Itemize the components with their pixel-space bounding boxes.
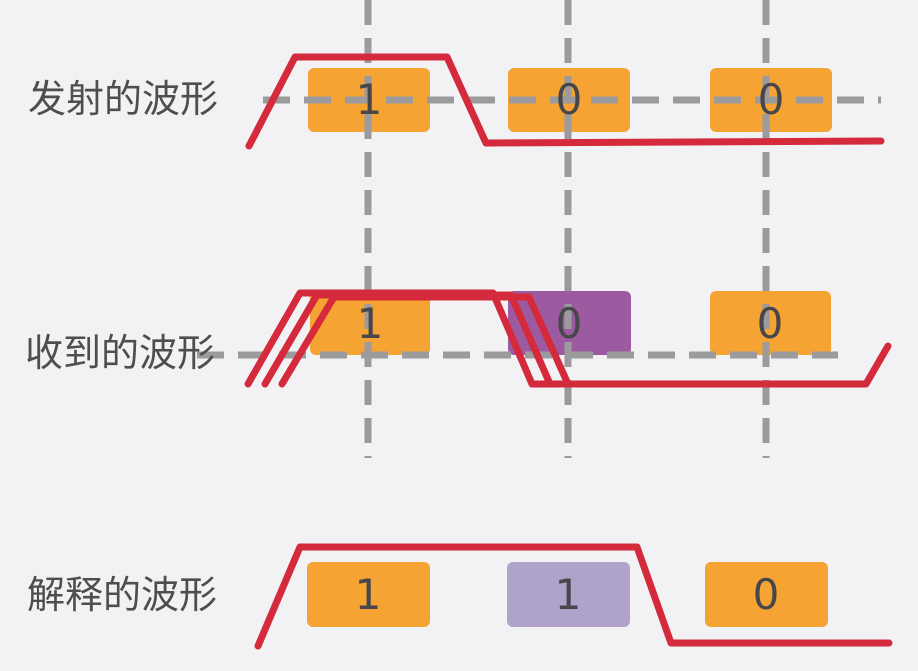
- row-label-interpreted: 解释的波形: [27, 575, 217, 617]
- row-label-transmitted: 发射的波形: [28, 79, 218, 121]
- bit-value-interpreted-2: 1: [555, 570, 582, 619]
- waveform-transmitted: [245, 53, 885, 150]
- waveform-received-echo-1: [244, 289, 892, 388]
- bit-box-interpreted-3: [705, 562, 828, 627]
- bit-value-interpreted-1: 1: [355, 570, 382, 619]
- bit-value-transmitted-1: 1: [356, 75, 383, 124]
- row-label-received: 收到的波形: [25, 333, 215, 375]
- bit-value-transmitted-2: 0: [556, 75, 583, 124]
- bit-value-received-2: 0: [556, 299, 583, 348]
- bit-value-received-1: 1: [357, 299, 384, 348]
- bit-box-received-3: [710, 291, 831, 355]
- bit-value-transmitted-3: 0: [758, 75, 785, 124]
- bit-value-interpreted-3: 0: [753, 570, 780, 619]
- waveform-interpreted: [254, 543, 893, 650]
- bit-box-interpreted-1: [307, 562, 430, 627]
- bit-box-interpreted-2: [507, 562, 630, 627]
- bit-value-received-3: 0: [757, 299, 784, 348]
